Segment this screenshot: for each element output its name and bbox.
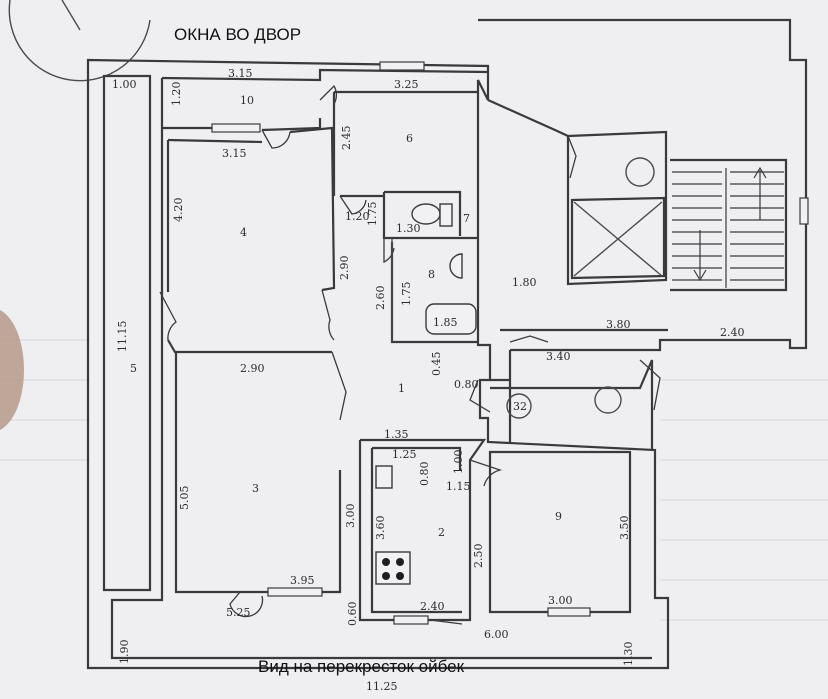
dim-2-50: 2.50 bbox=[472, 544, 485, 569]
dim-3-25: 3.25 bbox=[394, 78, 419, 91]
room-1: 1 bbox=[398, 382, 405, 395]
dimensions: 1.00 3.15 3.25 3.15 1.20 1.30 1.85 1.80 … bbox=[112, 67, 745, 693]
dim-1-90: 1.90 bbox=[118, 640, 131, 665]
room-7: 7 bbox=[463, 212, 470, 225]
dim-2-60: 2.60 bbox=[374, 286, 387, 311]
dim-1-00-kitchen: 1.00 bbox=[452, 450, 465, 475]
dim-3-00-room9: 3.00 bbox=[548, 594, 573, 607]
dim-2-90-room3: 2.90 bbox=[240, 362, 265, 375]
room-8: 8 bbox=[428, 268, 435, 281]
dim-3-40: 3.40 bbox=[546, 350, 571, 363]
kitchen-sink-icon bbox=[375, 465, 393, 489]
dim-2-40-stair: 2.40 bbox=[720, 326, 745, 339]
dim-1-30-balcony: 1.30 bbox=[622, 642, 635, 667]
stove-icon bbox=[375, 551, 411, 585]
fixtures bbox=[375, 203, 622, 585]
compass-circle-arc bbox=[8, 0, 151, 82]
dim-1-35: 1.35 bbox=[384, 428, 409, 441]
dim-0-45: 0.45 bbox=[430, 352, 443, 377]
dim-5-25: 5.25 bbox=[226, 606, 251, 619]
staircase bbox=[672, 166, 784, 288]
room-3: 3 bbox=[252, 482, 259, 495]
caption-bottom: Вид на перекресток ойбек bbox=[258, 657, 465, 676]
room-numbers: 10 6 7 4 8 5 1 32 3 2 9 bbox=[130, 94, 562, 539]
doors bbox=[159, 84, 661, 625]
dim-3-00-corridor: 3.00 bbox=[344, 504, 357, 529]
dim-6-00: 6.00 bbox=[484, 628, 509, 641]
dim-4-20: 4.20 bbox=[172, 198, 185, 223]
dim-0-80: 0.80 bbox=[454, 378, 479, 391]
room-5: 5 bbox=[130, 362, 137, 375]
dim-3-15: 3.15 bbox=[222, 147, 247, 160]
bathtub-icon bbox=[425, 303, 477, 335]
room-6: 6 bbox=[406, 132, 413, 145]
dim-1-75-bath: 1.75 bbox=[400, 282, 413, 307]
dim-1-85: 1.85 bbox=[433, 316, 458, 329]
dim-1-75-wc: 1.75 bbox=[366, 202, 379, 227]
toilet-icon bbox=[411, 203, 441, 225]
room-9: 9 bbox=[555, 510, 562, 523]
dim-2-45: 2.45 bbox=[340, 126, 353, 151]
dim-1-00: 1.00 bbox=[112, 78, 137, 91]
finger-shadow bbox=[0, 309, 24, 431]
room-10: 10 bbox=[240, 94, 254, 107]
dim-3-50: 3.50 bbox=[618, 516, 631, 541]
dim-2-40-kitchen: 2.40 bbox=[420, 600, 445, 613]
caption-top: ОКНА ВО ДВОР bbox=[174, 25, 301, 44]
dim-3-15-top: 3.15 bbox=[228, 67, 253, 80]
sink-icon bbox=[449, 253, 463, 279]
dim-1-15: 1.15 bbox=[446, 480, 471, 493]
dim-3-80: 3.80 bbox=[606, 318, 631, 331]
dim-0-60: 0.60 bbox=[346, 602, 359, 627]
dim-1-25: 1.25 bbox=[392, 448, 417, 461]
dim-1-20: 1.20 bbox=[345, 210, 370, 223]
dim-2-90-room4: 2.90 bbox=[338, 256, 351, 281]
walls bbox=[86, 18, 808, 670]
compass-line bbox=[61, 0, 81, 31]
room-4: 4 bbox=[240, 226, 247, 239]
dim-11-25: 11.25 bbox=[366, 680, 398, 693]
dim-1-20-room10: 1.20 bbox=[170, 82, 183, 107]
unit-circle bbox=[506, 393, 532, 419]
dim-1-80: 1.80 bbox=[512, 276, 537, 289]
room-2: 2 bbox=[438, 526, 445, 539]
dim-3-95: 3.95 bbox=[290, 574, 315, 587]
shaft-circle bbox=[594, 386, 622, 414]
toilet-tank-icon bbox=[439, 203, 453, 227]
dim-0-80-kitchen: 0.80 bbox=[418, 462, 431, 487]
room-32: 32 bbox=[513, 400, 527, 413]
dim-11-15: 11.15 bbox=[116, 321, 129, 353]
elevator-shaft bbox=[573, 157, 663, 277]
dim-5-05: 5.05 bbox=[178, 486, 191, 511]
dim-3-60: 3.60 bbox=[374, 516, 387, 541]
dim-1-30: 1.30 bbox=[396, 222, 421, 235]
windows bbox=[211, 61, 809, 625]
